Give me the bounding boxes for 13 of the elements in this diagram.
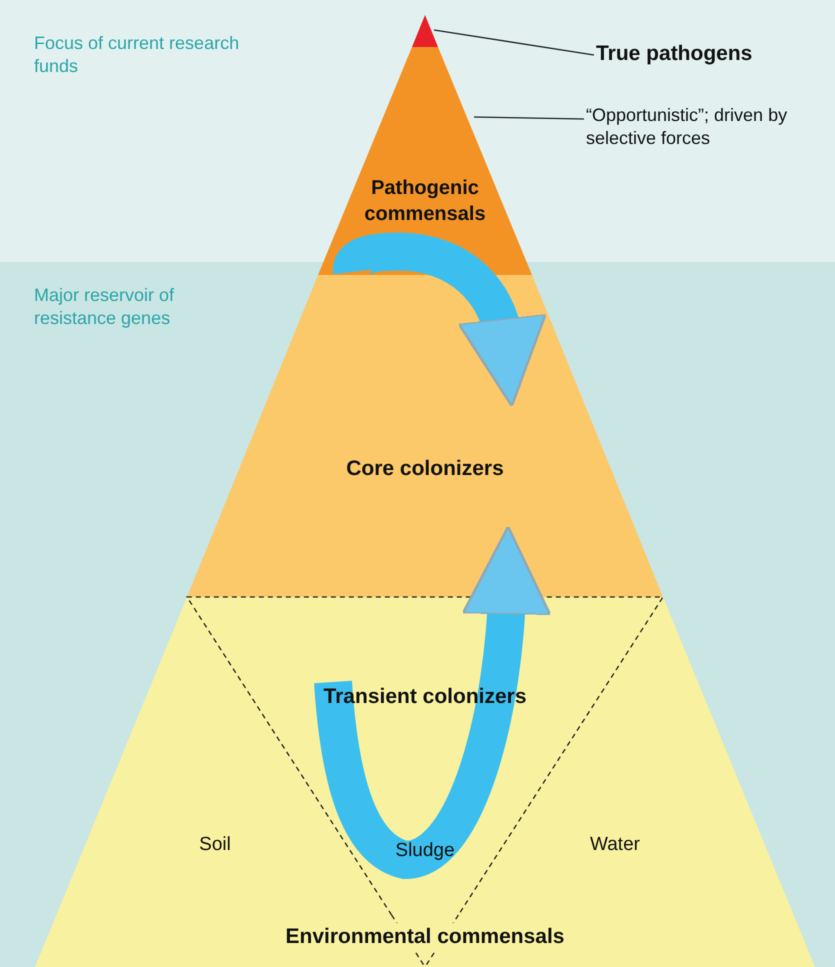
- label: Water: [575, 833, 655, 858]
- label: Pathogenic commensals: [363, 176, 487, 227]
- note: Major reservoir of resistance genes: [34, 284, 176, 330]
- note: Focus of current research funds: [34, 32, 240, 78]
- leader-line: [434, 29, 594, 56]
- leader-line: [474, 116, 584, 120]
- curved-arrow: [314, 526, 551, 879]
- label: “Opportunistic”; driven by selective forces: [586, 104, 816, 151]
- label: Sludge: [394, 839, 456, 863]
- curved-arrow: [333, 232, 546, 407]
- label: True pathogens: [596, 40, 806, 68]
- label: Soil: [175, 833, 255, 858]
- label: Core colonizers: [345, 456, 505, 482]
